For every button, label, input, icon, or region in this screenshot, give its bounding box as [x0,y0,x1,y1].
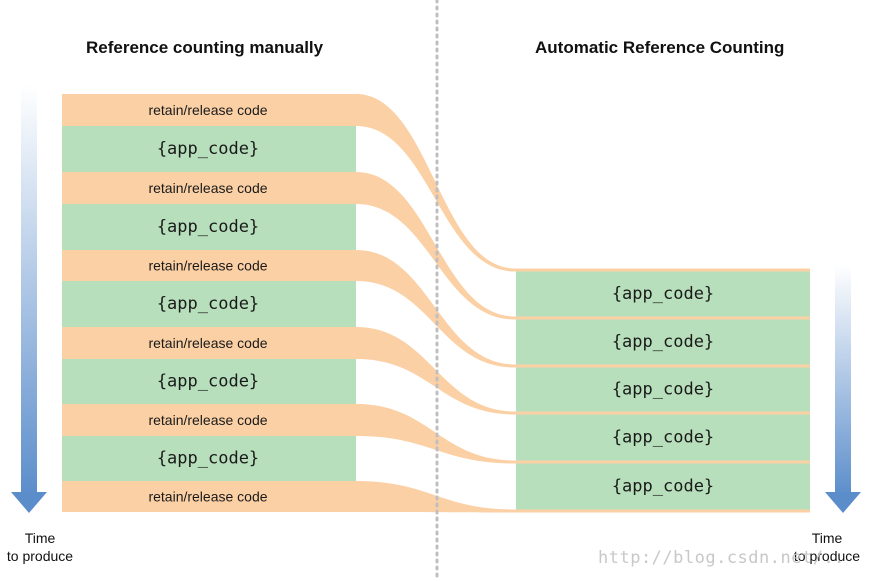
app-code-block [516,367,810,412]
retain-release-label: retain/release code [148,335,267,351]
app-code-label: {app_code} [157,294,259,314]
app-code-block [62,436,356,481]
time-label-left-line2: to produce [6,548,74,564]
app-code-label: {app_code} [612,477,714,497]
retain-release-block [62,172,356,204]
manual-stack: retain/release code retain/release code re… [62,94,356,512]
time-arrow-right-icon [825,265,861,513]
app-code-label: {app_code} [612,332,714,352]
app-code-block [62,126,356,172]
connector-ribbon [356,481,810,513]
time-label-left: Time to produce [2,529,78,565]
app-code-block [62,359,356,404]
connectors [356,94,810,513]
app-code-label: {app_code} [157,139,259,159]
app-code-block [516,463,810,510]
retain-release-label: retain/release code [148,102,267,118]
app-code-block [62,281,356,327]
time-label-right-line1: Time [811,530,843,546]
app-code-block [516,414,810,461]
time-label-right-line2: to produce [793,548,861,564]
time-label-right: Time to produce [788,529,866,565]
retain-release-block [62,404,356,436]
right-title: Automatic Reference Counting [535,38,785,57]
app-code-label: {app_code} [612,380,714,400]
app-code-block [516,319,810,365]
app-code-label: {app_code} [612,428,714,448]
retain-release-label: retain/release code [148,180,267,196]
arc-stack: {app_code} {app_code} {app_code} {app_code}… [516,271,810,510]
time-arrow-left-icon [11,85,47,513]
time-label-left-line1: Time [24,530,56,546]
app-code-label: {app_code} [612,284,714,304]
app-code-block [516,271,810,317]
app-code-label: {app_code} [157,449,259,469]
retain-release-block [62,250,356,281]
retain-release-block [62,327,356,359]
retain-release-block [62,481,356,512]
retain-release-label: retain/release code [148,489,267,505]
app-code-block [62,204,356,250]
retain-release-block [62,94,356,126]
app-code-label: {app_code} [157,372,259,392]
retain-release-label: retain/release code [148,412,267,428]
retain-release-label: retain/release code [148,258,267,274]
watermark: http://blog.csdn.net/.. [598,548,845,568]
left-title: Reference counting manually [86,38,324,57]
app-code-label: {app_code} [157,217,259,237]
